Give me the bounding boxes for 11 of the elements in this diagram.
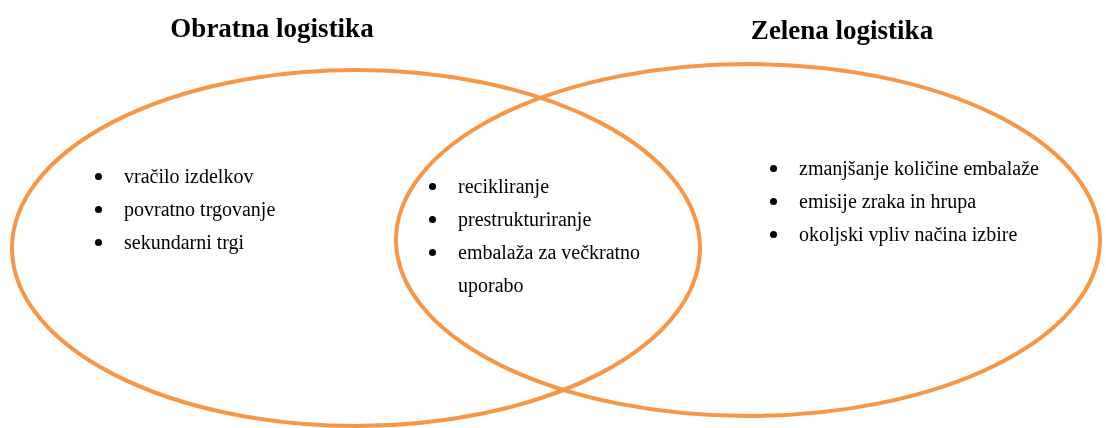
list-item: emisije zraka in hrupa [799,189,977,215]
list-item: okoljski vpliv načina izbire [799,222,1018,248]
list-item: vračilo izdelkov [124,164,254,189]
list-item: povratno trgovanje [124,197,276,223]
list-item: embalaža za večkratno uporabo [458,240,642,299]
list-item: sekundarni trgi [124,230,245,256]
set-heading: Obratna logistika [170,12,374,45]
list-item: recikliranje [458,174,550,200]
set-heading: Zelena logistika [750,14,934,47]
list-item: prestrukturiranje [458,207,592,233]
list-item: zmanjšanje količine embalaže [799,156,1039,182]
